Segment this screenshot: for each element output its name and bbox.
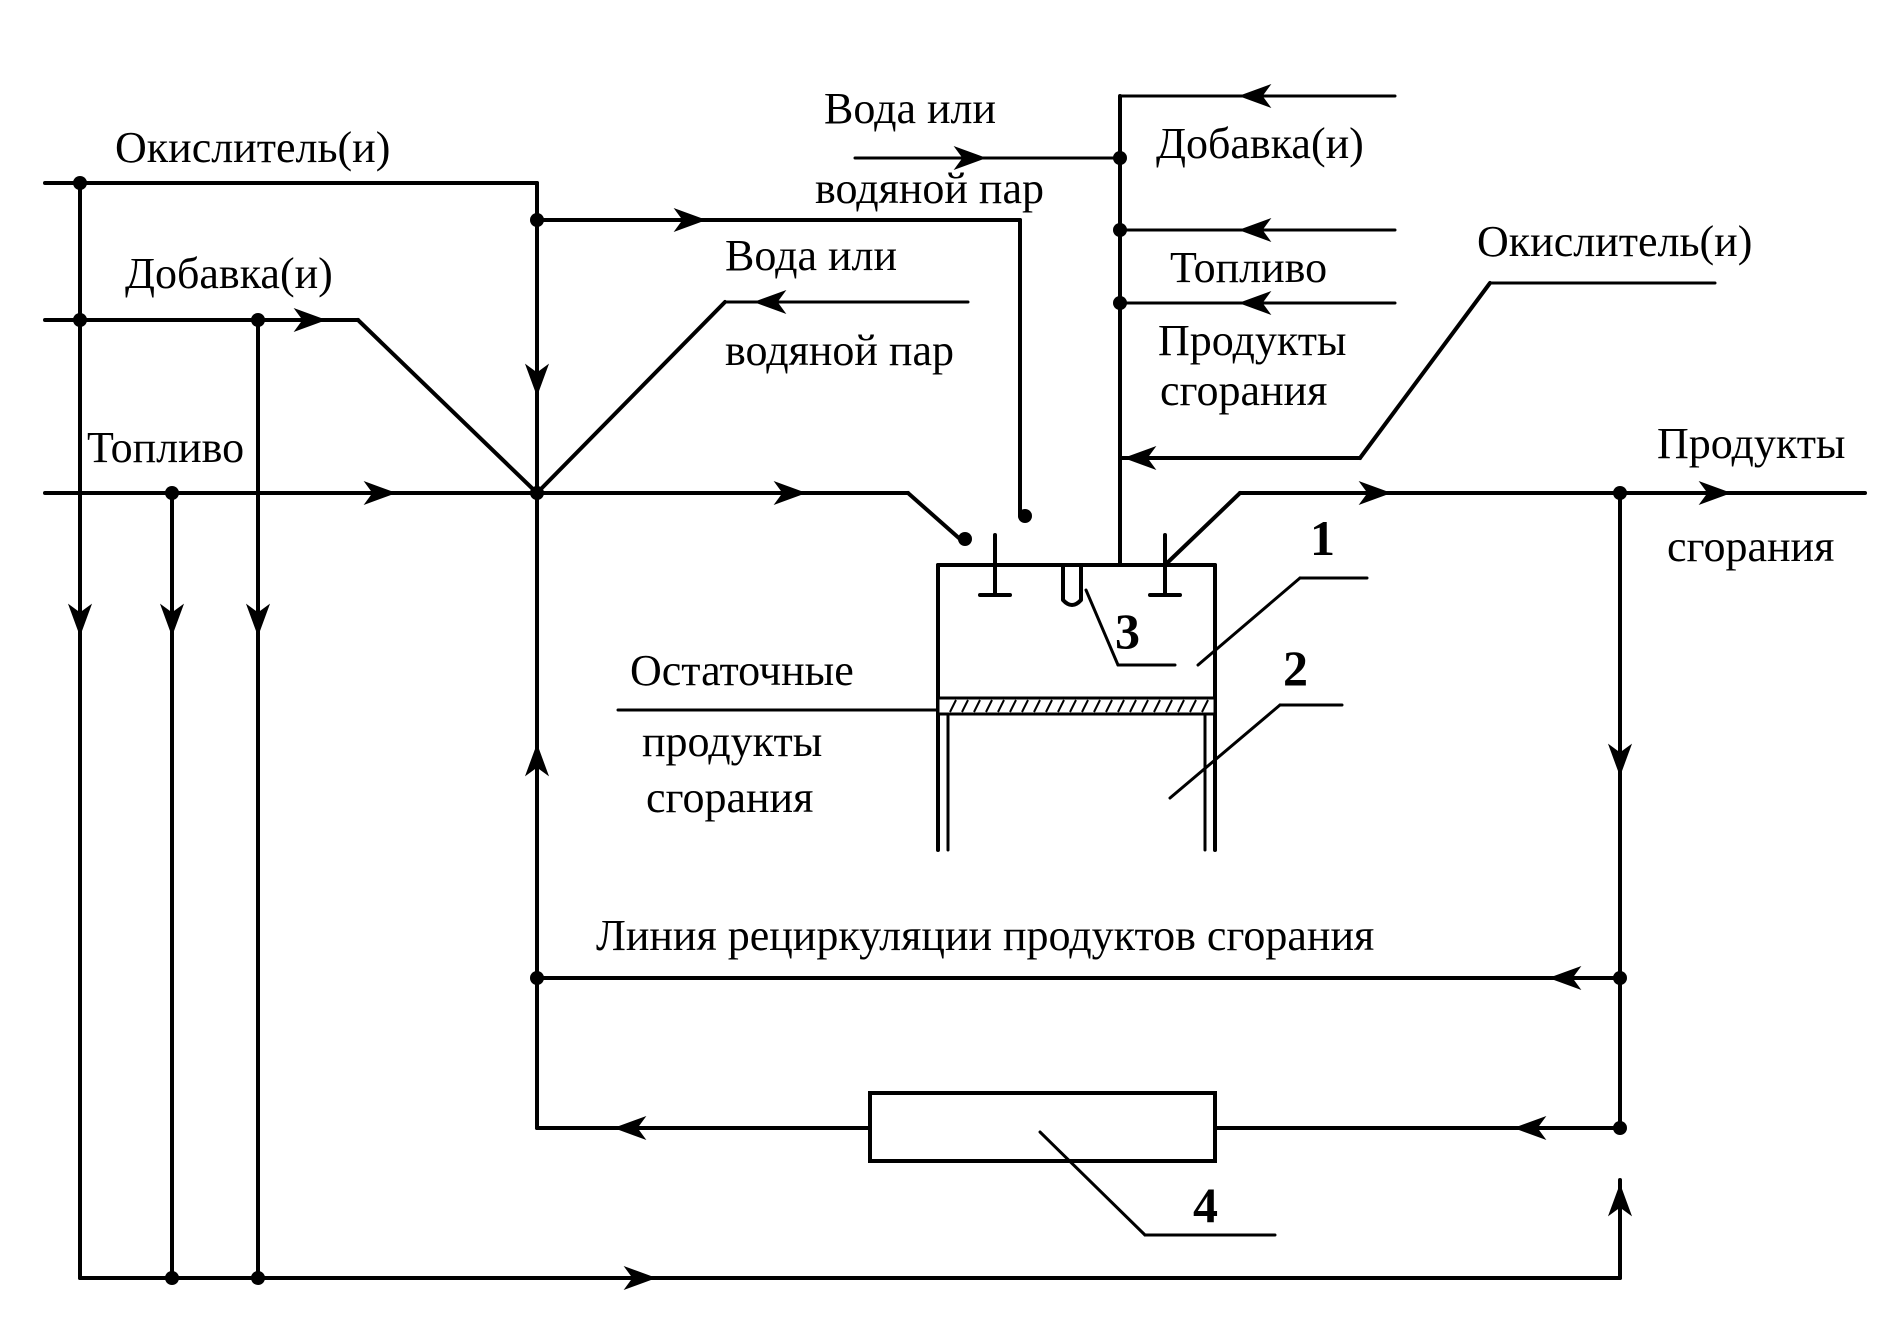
junction-dot <box>73 176 87 190</box>
labels: Окислитель(и) Добавка(и) Топливо Вода ил… <box>87 84 1845 1233</box>
junction-dot <box>251 1271 265 1285</box>
label-products-right-line2: сгорания <box>1160 366 1327 415</box>
label-fuel-right: Топливо <box>1170 243 1327 292</box>
label-additive-right: Добавка(и) <box>1156 119 1364 168</box>
junction-dot <box>165 1271 179 1285</box>
label-residual-line2: продукты <box>642 717 822 766</box>
junction-dot <box>530 213 544 227</box>
junction-dot <box>1613 486 1627 500</box>
label-water-top-line1: Вода или <box>824 84 996 133</box>
junction-dot <box>1113 296 1127 310</box>
junction-dot <box>530 971 544 985</box>
junction-dot <box>251 313 265 327</box>
junction-dot <box>165 486 179 500</box>
label-residual-line3: сгорания <box>646 773 813 822</box>
label-fuel-left: Топливо <box>87 423 244 472</box>
label-exhaust-line1: Продукты <box>1657 419 1845 468</box>
label-number-1: 1 <box>1310 510 1335 566</box>
junction-dot <box>1018 509 1032 523</box>
label-oxidizer-left: Окислитель(и) <box>115 123 390 172</box>
junction-dot <box>1113 151 1127 165</box>
label-additive-left: Добавка(и) <box>125 249 333 298</box>
junction-dot <box>1613 1121 1627 1135</box>
label-number-2: 2 <box>1283 640 1308 696</box>
label-number-3: 3 <box>1115 603 1140 659</box>
spark-plug-3 <box>1063 565 1081 605</box>
junction-dot <box>73 313 87 327</box>
junction-dot <box>1613 971 1627 985</box>
label-water-mid-line1: Вода или <box>725 231 897 280</box>
label-water-top-line2: водяной пар <box>815 164 1044 213</box>
label-exhaust-line2: сгорания <box>1667 522 1834 571</box>
label-oxidizer-right: Окислитель(и) <box>1477 217 1752 266</box>
label-recirculation-line: Линия рециркуляции продуктов сгорания <box>596 911 1374 960</box>
label-water-mid-line2: водяной пар <box>725 326 954 375</box>
junction-dot <box>958 532 972 546</box>
label-products-right-line1: Продукты <box>1158 316 1346 365</box>
junction-dot <box>530 486 544 500</box>
label-residual-line1: Остаточные <box>630 646 854 695</box>
label-number-4: 4 <box>1193 1177 1218 1233</box>
junction-dot <box>1113 223 1127 237</box>
